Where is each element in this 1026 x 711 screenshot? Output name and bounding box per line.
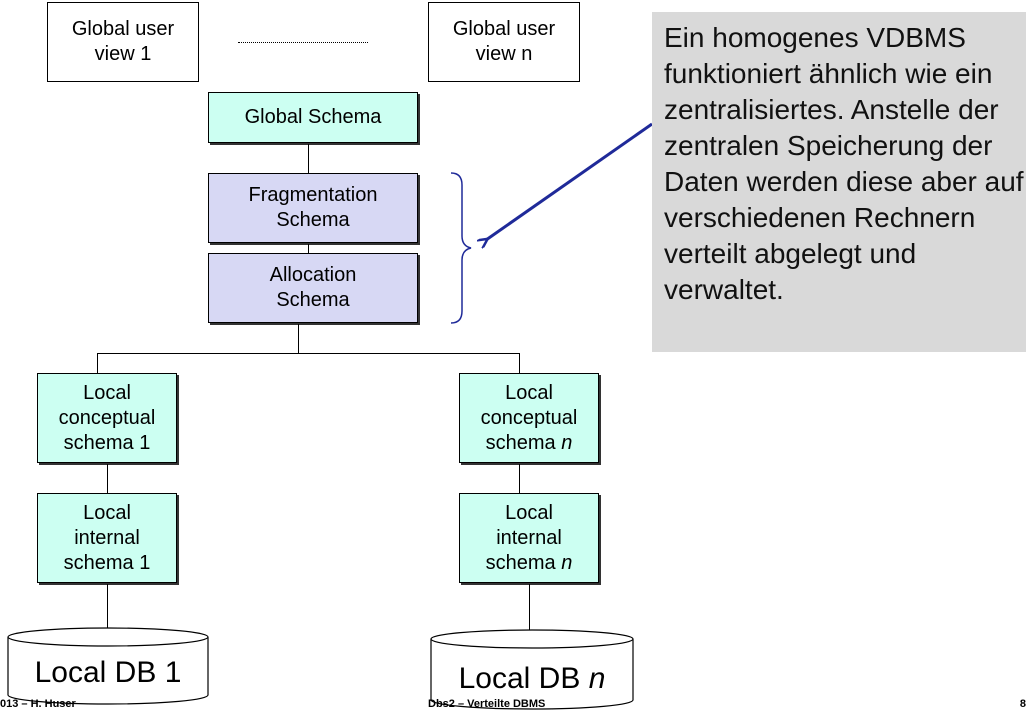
global-schema-label: Global Schema (244, 106, 382, 128)
global-user-view-n: Global user view n (428, 2, 580, 82)
connector-right-internal-db (529, 584, 530, 634)
footer-author: 013 – H. Huser (0, 698, 76, 710)
local-db-n-label: Local DB n (431, 662, 633, 696)
local-internal-schema-n: Local internal schema n (459, 493, 599, 583)
allocation-schema-label: Allocation Schema (269, 264, 357, 311)
connector-fragmentation-allocation (308, 244, 309, 254)
local-conceptual-schema-n: Local conceptual schema n (459, 373, 599, 463)
connector-left-conceptual-internal (107, 464, 108, 494)
connector-branch-right (519, 353, 520, 374)
local-internal-schema-n-label: Local internal schema n (474, 501, 584, 576)
allocation-schema-box: Allocation Schema (208, 253, 418, 323)
global-user-view-1-label: Global user view 1 (71, 18, 175, 65)
local-internal-schema-1: Local internal schema 1 (37, 493, 177, 583)
local-db-1-cylinder (7, 627, 209, 705)
global-user-view-n-label: Global user view n (452, 18, 556, 65)
global-schema-box: Global Schema (208, 92, 418, 143)
fragmentation-schema-label: Fragmentation Schema (248, 184, 378, 231)
local-internal-schema-1-label: Local internal schema 1 (63, 501, 151, 574)
explanation-note: Ein homogenes VDBMS funktioniert ähnlich… (652, 12, 1026, 352)
local-db-n-text: Local DB (458, 662, 589, 695)
views-dotted-separator (238, 42, 368, 43)
local-conceptual-schema-1-label: Local conceptual schema 1 (58, 381, 156, 454)
local-internal-schema-n-index: n (561, 551, 573, 574)
connector-branch-left (97, 353, 98, 374)
connector-left-internal-db (107, 584, 108, 634)
schema-bracket (450, 172, 472, 324)
connector-global-fragmentation (308, 144, 309, 174)
local-conceptual-schema-n-index: n (561, 431, 573, 454)
local-db-n-cylinder (430, 629, 634, 710)
local-conceptual-schema-n-text: Local conceptual schema (480, 381, 578, 454)
local-internal-schema-n-text: Local internal schema (485, 501, 562, 574)
footer-course: Dbs2 – Verteilte DBMS (428, 698, 546, 710)
note-arrow (486, 122, 653, 240)
connector-branch-horizontal (97, 353, 519, 354)
connector-right-conceptual-internal (519, 464, 520, 494)
global-user-view-1: Global user view 1 (47, 2, 199, 82)
local-conceptual-schema-1: Local conceptual schema 1 (37, 373, 177, 463)
local-conceptual-schema-n-label: Local conceptual schema n (469, 381, 589, 456)
local-db-1-label: Local DB 1 (34, 656, 182, 689)
footer-page-number: 8 (1019, 698, 1026, 710)
connector-allocation-branch (298, 324, 299, 353)
local-db-n-index: n (588, 662, 606, 695)
fragmentation-schema-box: Fragmentation Schema (208, 173, 418, 243)
